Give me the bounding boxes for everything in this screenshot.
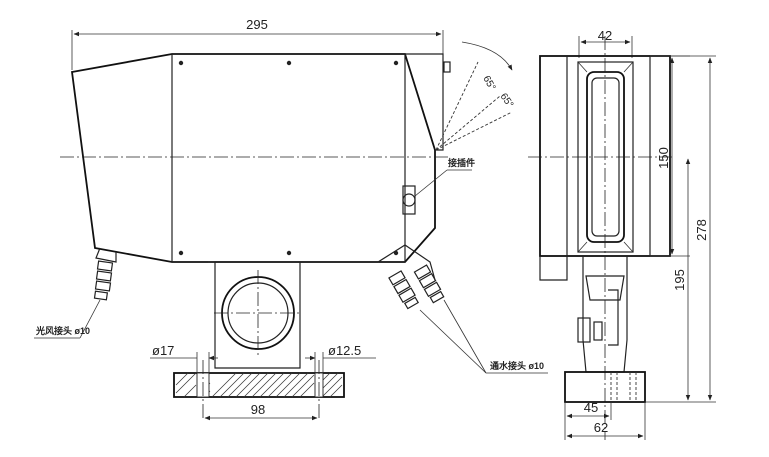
window-height-dim: 150 — [656, 147, 671, 169]
front-base — [564, 371, 646, 403]
water-leader-2 — [443, 299, 487, 374]
tilt-arrow — [461, 41, 513, 71]
tilt-line-3 — [435, 111, 513, 151]
tilt-angle-1-label: 65° — [480, 74, 497, 93]
front-view: 42 150 195 — [528, 28, 716, 440]
pedestal — [214, 262, 301, 369]
air-leader — [79, 299, 101, 339]
screw-icon — [178, 250, 184, 256]
housing-outline — [70, 53, 436, 263]
water-connector — [377, 244, 445, 310]
screw-icon — [286, 60, 292, 66]
arm-clamp — [577, 317, 591, 343]
water-connector-label: 通水接头 ø10 — [490, 360, 544, 371]
overall-length-label: 295 — [246, 17, 268, 32]
connector-leader — [414, 169, 448, 197]
air-connector-label: 光风接头 ø10 — [35, 325, 90, 336]
overall-height-dim: 278 — [694, 219, 709, 241]
side-view: 295 65° 65° 接插件 — [34, 17, 548, 421]
tilt-line-2 — [435, 95, 501, 151]
base-plate — [173, 372, 345, 398]
base-outer-dim: 62 — [594, 420, 608, 435]
front-foot — [539, 256, 568, 281]
hole-left-dim: ø17 — [152, 343, 174, 358]
tilt-angle-2-label: 65° — [498, 91, 516, 110]
tilt-line-1 — [435, 61, 479, 151]
connector-label: 接插件 — [448, 157, 475, 168]
screw-icon — [286, 250, 292, 256]
front-cover — [405, 53, 444, 151]
front-width-dim: 42 — [598, 28, 612, 43]
air-connector — [93, 247, 117, 301]
hole-right-dim: ø12.5 — [328, 343, 361, 358]
water-leader-1 — [419, 309, 487, 374]
hole-spacing-dim: 98 — [251, 402, 265, 417]
screw-icon — [393, 60, 399, 66]
center-height-dim: 195 — [672, 269, 687, 291]
screw-icon — [178, 60, 184, 66]
base-inner-dim: 45 — [584, 400, 598, 415]
connector-socket — [402, 193, 416, 207]
tilt-lock — [443, 61, 451, 73]
